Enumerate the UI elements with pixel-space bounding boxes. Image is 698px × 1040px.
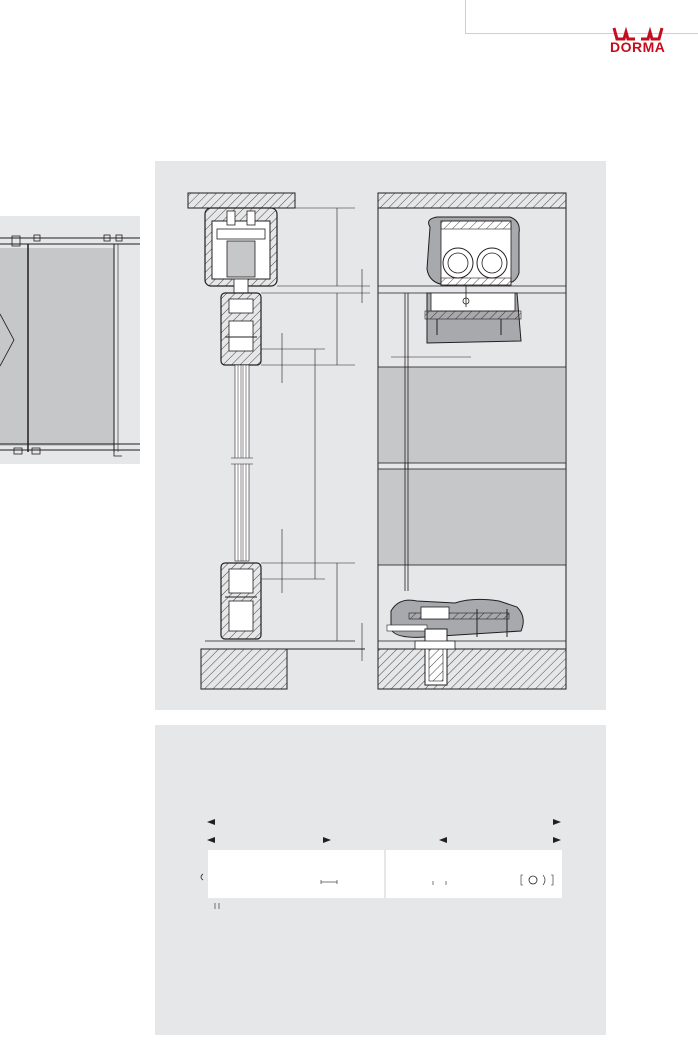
section-drawing-panel bbox=[155, 161, 606, 710]
left-elevation-panel bbox=[0, 216, 140, 464]
dorma-logo-icon bbox=[612, 27, 664, 41]
table-cell-left bbox=[208, 850, 384, 898]
table-cell-right bbox=[386, 850, 562, 898]
elevation-detail bbox=[377, 192, 567, 690]
header-box bbox=[465, 0, 698, 34]
dimension-table-panel bbox=[155, 725, 606, 1035]
brand-logo: DORMA bbox=[604, 27, 674, 57]
brand-name: DORMA bbox=[610, 39, 666, 55]
vertical-section bbox=[187, 192, 370, 690]
